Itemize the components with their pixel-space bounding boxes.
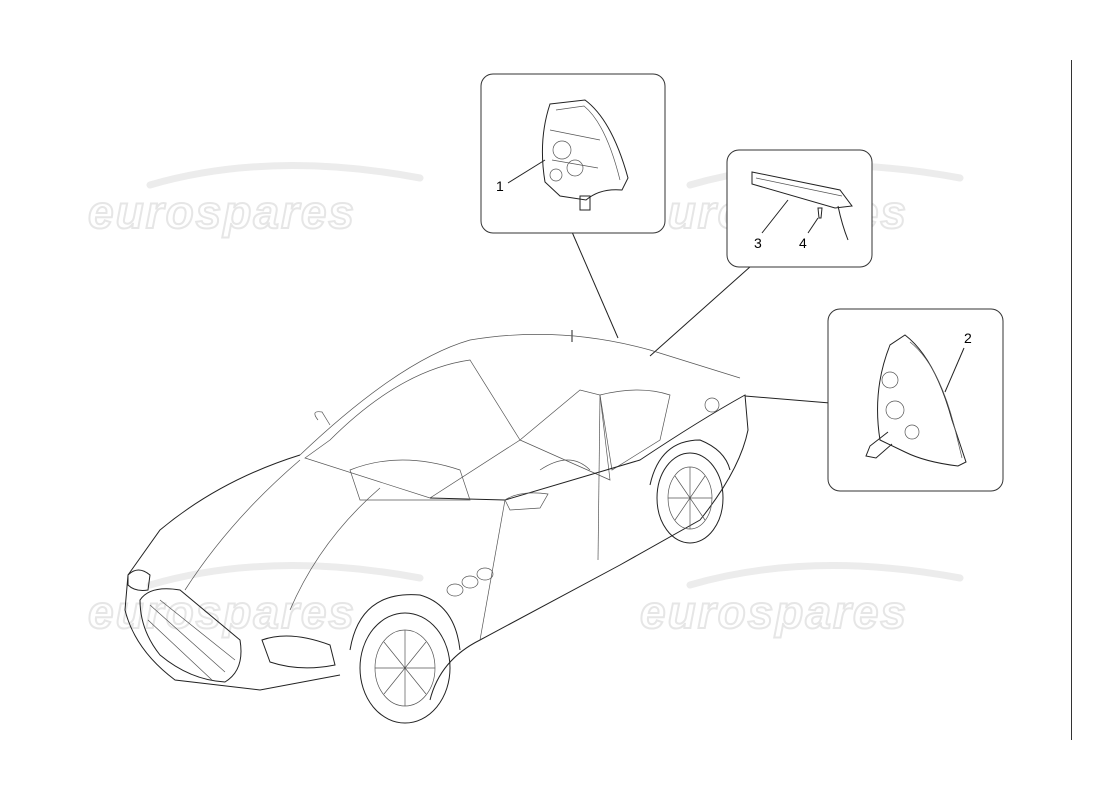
front-grille: [139, 588, 242, 683]
bulb-socket: [881, 371, 899, 389]
side-mirror-left: [314, 411, 331, 426]
front-door-window: [519, 389, 611, 481]
side-mirror: [504, 492, 549, 511]
door-seam: [479, 499, 506, 641]
hood-crease: [184, 459, 301, 591]
detail-frame: [480, 73, 666, 234]
connector-plug: [865, 431, 893, 459]
leader-line-2: [649, 257, 761, 357]
vent: [461, 575, 479, 589]
front-wheel-arch: [349, 594, 461, 651]
bulb-socket: [549, 168, 563, 182]
headlight-left: [127, 569, 151, 591]
bulb-socket: [566, 159, 584, 177]
brake-light-cable: [837, 205, 849, 241]
callout-line-4: [807, 217, 819, 234]
rear-wheel: [656, 452, 724, 544]
watermark-bottom-left: eurospares: [88, 586, 356, 638]
fuel-cap: [704, 397, 720, 413]
watermark-swoosh: [146, 562, 424, 589]
vent: [446, 583, 464, 597]
door-seam: [597, 394, 601, 561]
brake-light-bar: [751, 171, 853, 209]
grille-bars: [147, 599, 236, 681]
callout-2: 2: [964, 330, 972, 346]
leader-line-3: [744, 395, 831, 404]
rear-wheel-spokes: [668, 467, 712, 529]
watermark-top-left: eurospares: [88, 186, 356, 238]
tail-lamp-wiring: [549, 129, 601, 169]
side-vents: [446, 567, 494, 597]
leader-line-1: [571, 231, 619, 339]
detail-frame: [827, 308, 1004, 492]
vent: [476, 567, 494, 581]
bulb-socket: [885, 400, 905, 420]
tail-lamp-body: [541, 99, 629, 201]
bulb-socket: [904, 424, 920, 440]
windshield: [304, 359, 521, 499]
bulb-socket: [552, 140, 572, 160]
body-side: [429, 394, 749, 701]
callout-1: 1: [496, 178, 504, 194]
interior-seats: [349, 459, 471, 501]
callout-3: 3: [754, 235, 762, 251]
leader-lines: [571, 231, 831, 404]
detail-box-tail-lamp-left: 1: [480, 73, 666, 234]
watermark-bottom-right: eurospares: [640, 586, 908, 638]
detail-box-tail-lamp-right: 2: [827, 308, 1004, 492]
callout-line-2: [944, 347, 965, 393]
screw: [817, 207, 823, 219]
roof-outline: [299, 334, 741, 456]
hood-outline: [124, 454, 341, 691]
headlight-right: [261, 635, 336, 669]
interior-seat: [539, 459, 591, 471]
front-wheel: [359, 612, 451, 724]
brake-light-lens: [755, 177, 843, 197]
car-drawing: [124, 330, 749, 724]
rear-door-window: [599, 389, 671, 471]
tail-lamp-lens-edge: [909, 341, 963, 459]
callout-line-3: [761, 199, 789, 234]
connector-plug: [579, 195, 591, 211]
rear-wheel-arch: [649, 439, 731, 486]
page-edge-line: [1071, 60, 1072, 740]
callout-line-1: [507, 159, 546, 184]
watermark-swoosh: [146, 162, 424, 189]
callout-4: 4: [799, 235, 807, 251]
detail-box-brake-light: 3 4: [726, 149, 873, 268]
front-wheel-spokes: [375, 630, 435, 706]
watermark-swoosh: [686, 562, 964, 589]
tail-lamp-lens-edge: [555, 105, 621, 181]
